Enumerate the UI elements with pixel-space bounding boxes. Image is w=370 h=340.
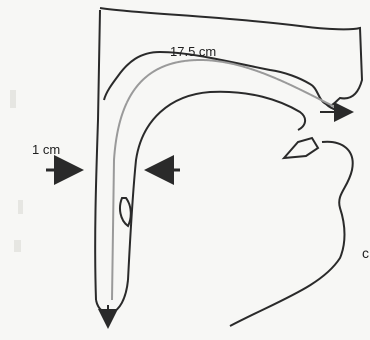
lower-teeth bbox=[284, 138, 318, 158]
pharynx-back-wall bbox=[95, 10, 100, 300]
edge-letter: c bbox=[362, 245, 369, 261]
epiglottis bbox=[120, 198, 131, 226]
tract-centerline bbox=[112, 60, 345, 300]
scan-noise bbox=[10, 90, 23, 252]
palate-outline bbox=[100, 8, 362, 105]
tube-width-label: 1 cm bbox=[32, 142, 60, 157]
tract-length-label: 17.5 cm bbox=[170, 44, 216, 59]
tongue-outline bbox=[128, 92, 305, 280]
chin-outline bbox=[230, 142, 353, 326]
